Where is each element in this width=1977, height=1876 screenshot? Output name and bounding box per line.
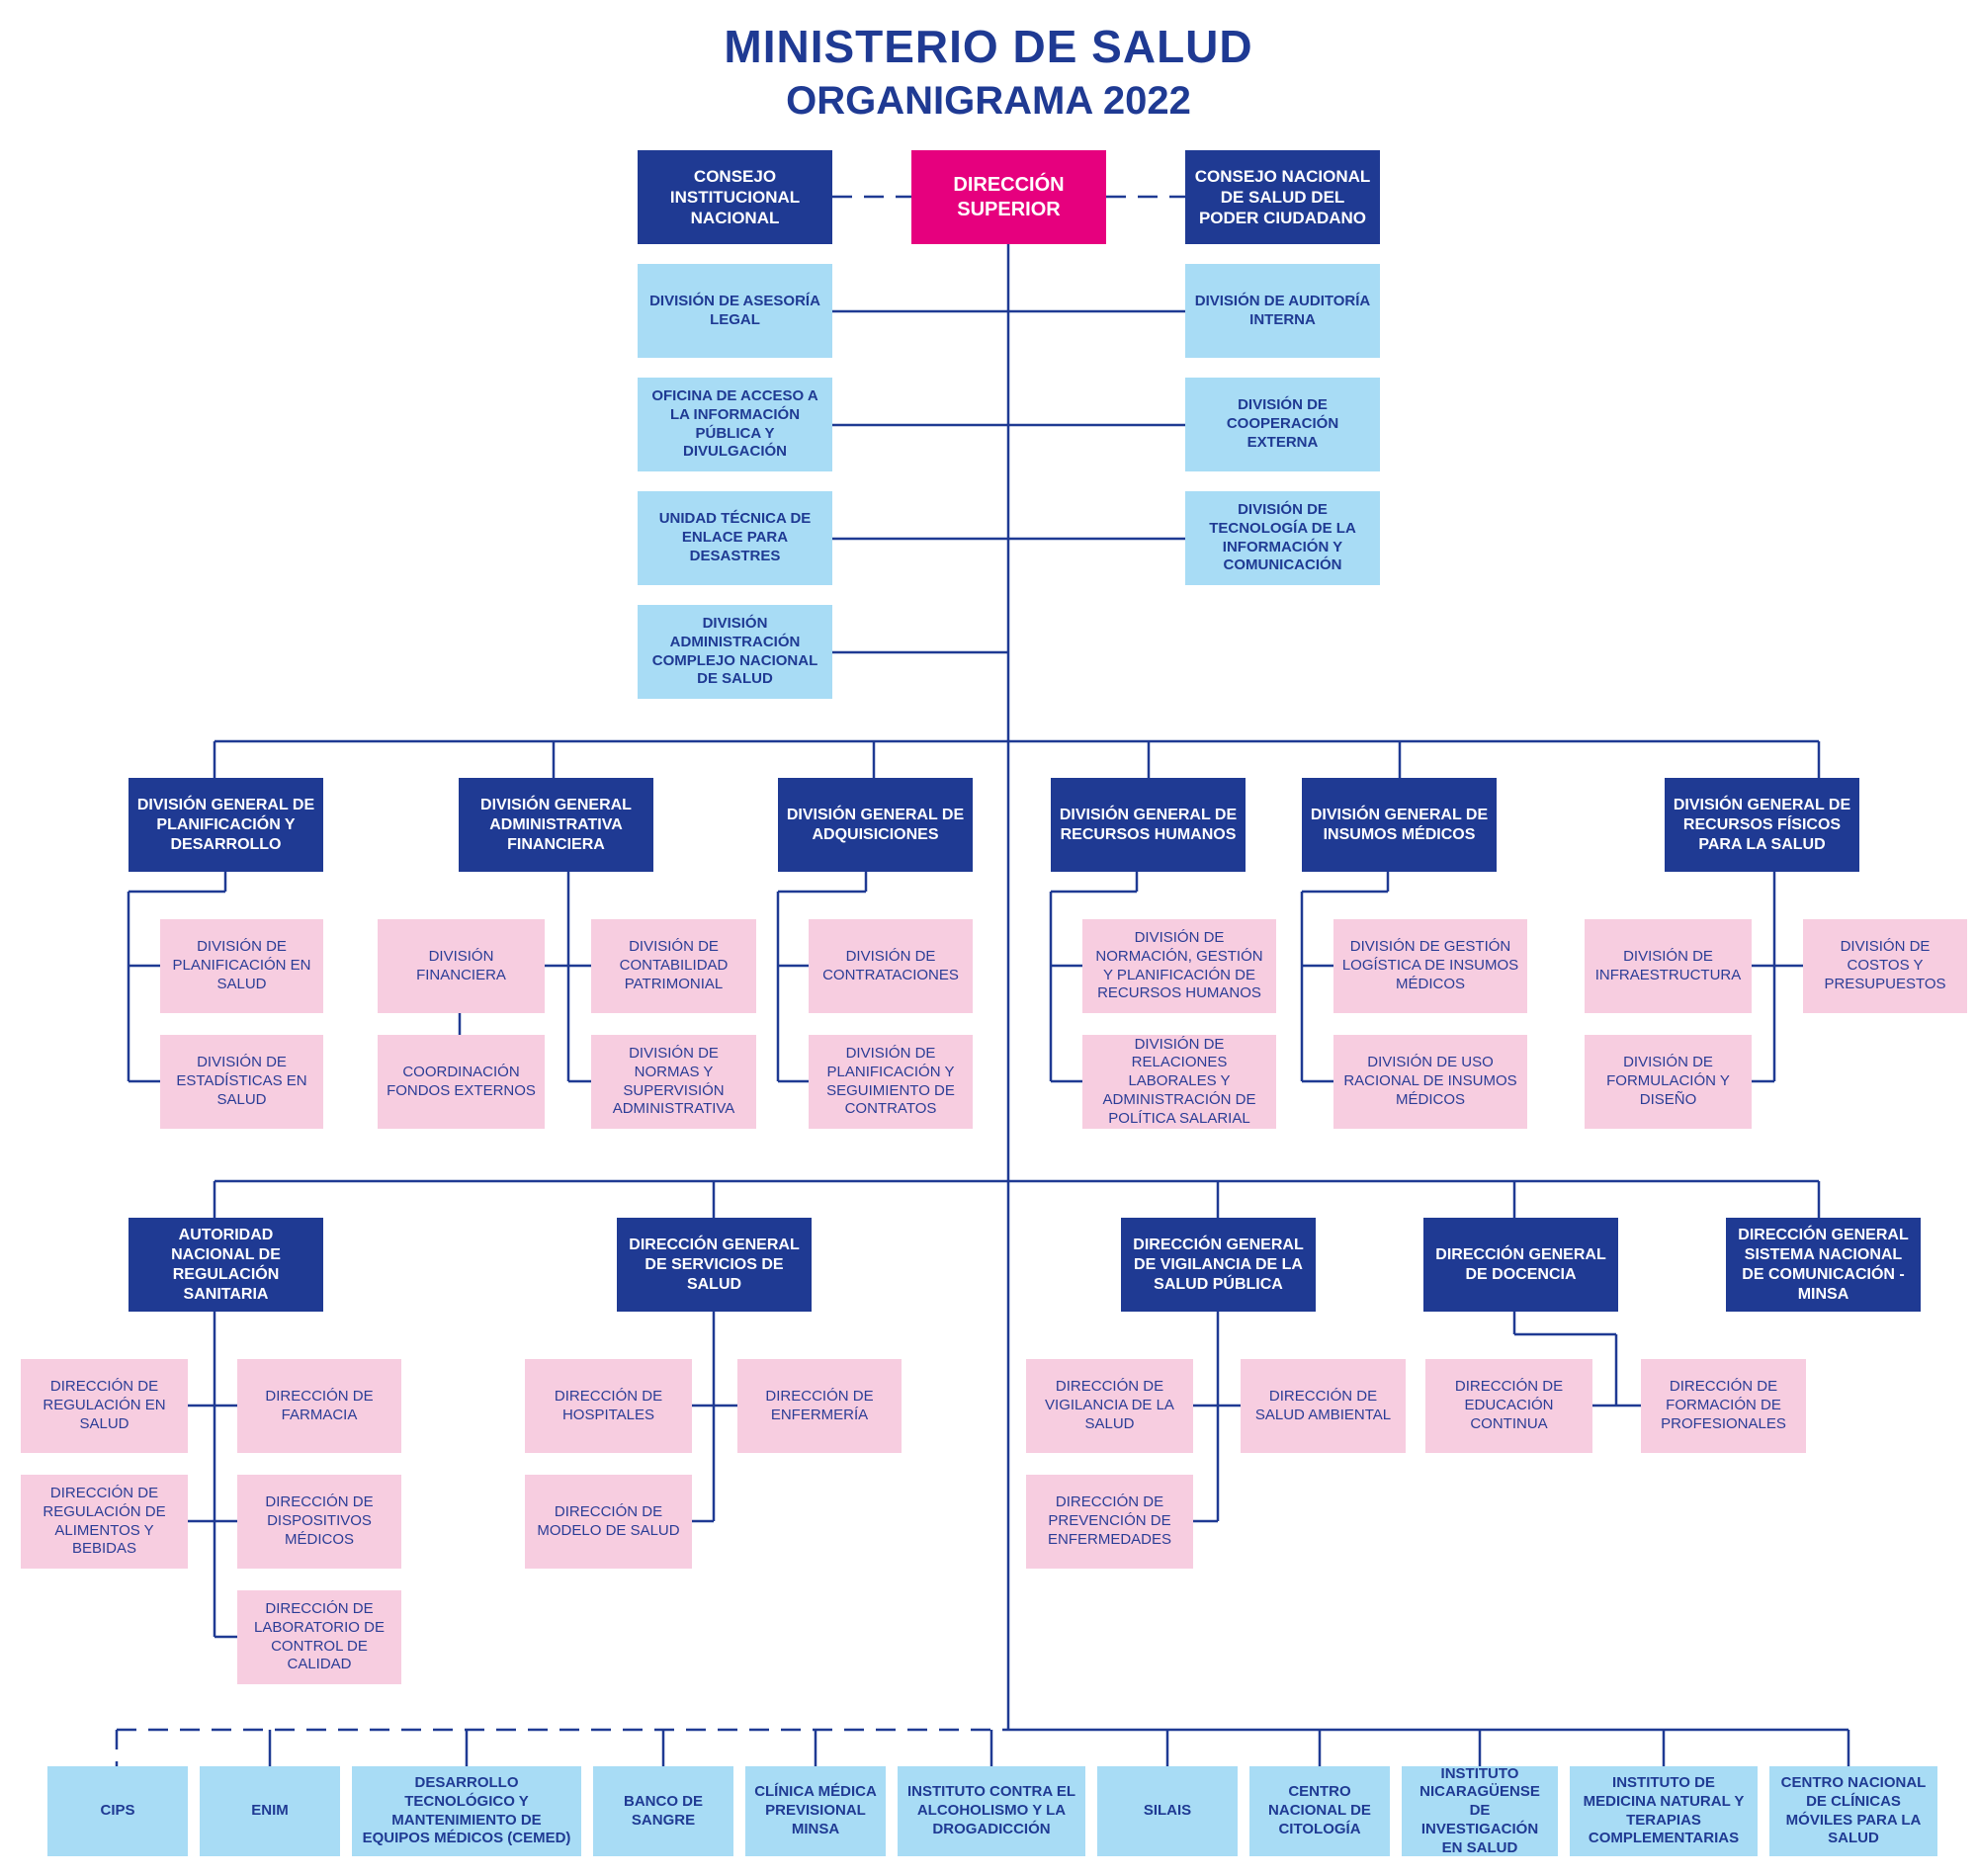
entidad-instituto-medicina-natural: INSTITUTO DE MEDICINA NATURAL Y TERAPIAS… <box>1570 1766 1758 1856</box>
div-gestion-logistica: DIVISIÓN DE GESTIÓN LOGÍSTICA DE INSUMOS… <box>1333 919 1527 1013</box>
div-costos-presupuestos: DIVISIÓN DE COSTOS Y PRESUPUESTOS <box>1803 919 1967 1013</box>
div-uso-racional: DIVISIÓN DE USO RACIONAL DE INSUMOS MÉDI… <box>1333 1035 1527 1129</box>
staff-auditoria-interna: DIVISIÓN DE AUDITORÍA INTERNA <box>1185 264 1380 358</box>
dg-comunicacion: DIRECCIÓN GENERAL SISTEMA NACIONAL DE CO… <box>1726 1218 1921 1312</box>
entidad-cemed: DESARROLLO TECNOLÓGICO Y MANTENIMIENTO D… <box>352 1766 581 1856</box>
dg-vigilancia-salud: DIRECCIÓN GENERAL DE VIGILANCIA DE LA SA… <box>1121 1218 1316 1312</box>
staff-tecnologia-informacion: DIVISIÓN DE TECNOLOGÍA DE LA INFORMACIÓN… <box>1185 491 1380 585</box>
staff-asesoria-legal: DIVISIÓN DE ASESORÍA LEGAL <box>638 264 832 358</box>
entidad-enim: ENIM <box>200 1766 340 1856</box>
entidad-cips: CIPS <box>47 1766 188 1856</box>
div-contrataciones: DIVISIÓN DE CONTRATACIONES <box>809 919 973 1013</box>
consejo-institucional-box: CONSEJO INSTITUCIONAL NACIONAL <box>638 150 832 244</box>
staff-cooperacion-externa: DIVISIÓN DE COOPERACIÓN EXTERNA <box>1185 378 1380 471</box>
dg-planificacion: DIVISIÓN GENERAL DE PLANIFICACIÓN Y DESA… <box>129 778 323 872</box>
div-infraestructura: DIVISIÓN DE INFRAESTRUCTURA <box>1585 919 1752 1013</box>
dir-educacion-continua: DIRECCIÓN DE EDUCACIÓN CONTINUA <box>1425 1359 1592 1453</box>
div-normacion-rrhh: DIVISIÓN DE NORMACIÓN, GESTIÓN Y PLANIFI… <box>1082 919 1276 1013</box>
entidad-instituto-investigacion: INSTITUTO NICARAGÜENSE DE INVESTIGACIÓN … <box>1402 1765 1558 1856</box>
dir-farmacia: DIRECCIÓN DE FARMACIA <box>237 1359 401 1453</box>
dg-adquisiciones: DIVISIÓN GENERAL DE ADQUISICIONES <box>778 778 973 872</box>
dir-modelo-salud: DIRECCIÓN DE MODELO DE SALUD <box>525 1475 692 1569</box>
consejo-nacional-box: CONSEJO NACIONAL DE SALUD DEL PODER CIUD… <box>1185 150 1380 244</box>
div-estadisticas-salud: DIVISIÓN DE ESTADÍSTICAS EN SALUD <box>160 1035 323 1129</box>
staff-unidad-desastres: UNIDAD TÉCNICA DE ENLACE PARA DESASTRES <box>638 491 832 585</box>
entidad-instituto-alcoholismo: INSTITUTO CONTRA EL ALCOHOLISMO Y LA DRO… <box>898 1766 1085 1856</box>
staff-complejo-nacional: DIVISIÓN ADMINISTRACIÓN COMPLEJO NACIONA… <box>638 605 832 699</box>
chart-title: MINISTERIO DE SALUD <box>724 21 1253 72</box>
dg-recursos-humanos: DIVISIÓN GENERAL DE RECURSOS HUMANOS <box>1051 778 1246 872</box>
div-formulacion-diseno: DIVISIÓN DE FORMULACIÓN Y DISEÑO <box>1585 1035 1752 1129</box>
dir-formacion-profesionales: DIRECCIÓN DE FORMACIÓN DE PROFESIONALES <box>1641 1359 1806 1453</box>
dir-dispositivos-medicos: DIRECCIÓN DE DISPOSITIVOS MÉDICOS <box>237 1475 401 1569</box>
div-planificacion-contratos: DIVISIÓN DE PLANIFICACIÓN Y SEGUIMIENTO … <box>809 1035 973 1129</box>
dir-laboratorio-control: DIRECCIÓN DE LABORATORIO DE CONTROL DE C… <box>237 1590 401 1684</box>
dg-servicios-salud: DIRECCIÓN GENERAL DE SERVICIOS DE SALUD <box>617 1218 812 1312</box>
dg-regulacion-sanitaria: AUTORIDAD NACIONAL DE REGULACIÓN SANITAR… <box>129 1218 323 1312</box>
entidad-silais: SILAIS <box>1097 1766 1238 1856</box>
direccion-superior-box: DIRECCIÓN SUPERIOR <box>911 150 1106 244</box>
dir-regulacion-salud: DIRECCIÓN DE REGULACIÓN EN SALUD <box>21 1359 188 1453</box>
entidad-banco-sangre: BANCO DE SANGRE <box>593 1766 733 1856</box>
dg-docencia: DIRECCIÓN GENERAL DE DOCENCIA <box>1423 1218 1618 1312</box>
div-normas-supervision: DIVISIÓN DE NORMAS Y SUPERVISIÓN ADMINIS… <box>591 1035 756 1129</box>
dir-enfermeria: DIRECCIÓN DE ENFERMERÍA <box>737 1359 902 1453</box>
dir-hospitales: DIRECCIÓN DE HOSPITALES <box>525 1359 692 1453</box>
dir-vigilancia-salud: DIRECCIÓN DE VIGILANCIA DE LA SALUD <box>1026 1359 1193 1453</box>
div-financiera: DIVISIÓN FINANCIERA <box>378 919 545 1013</box>
chart-subtitle: ORGANIGRAMA 2022 <box>786 79 1191 123</box>
div-relaciones-laborales: DIVISIÓN DE RELACIONES LABORALES Y ADMIN… <box>1082 1035 1276 1129</box>
dir-regulacion-alimentos: DIRECCIÓN DE REGULACIÓN DE ALIMENTOS Y B… <box>21 1475 188 1569</box>
dg-administrativa: DIVISIÓN GENERAL ADMINISTRATIVA FINANCIE… <box>459 778 653 872</box>
coordinacion-fondos-externos: COORDINACIÓN FONDOS EXTERNOS <box>378 1035 545 1129</box>
staff-oficina-acceso-informacion: OFICINA DE ACCESO A LA INFORMACIÓN PÚBLI… <box>638 378 832 471</box>
dir-prevencion-enfermedades: DIRECCIÓN DE PREVENCIÓN DE ENFERMEDADES <box>1026 1475 1193 1569</box>
entidad-centro-citologia: CENTRO NACIONAL DE CITOLOGÍA <box>1249 1766 1390 1856</box>
div-planificacion-salud: DIVISIÓN DE PLANIFICACIÓN EN SALUD <box>160 919 323 1013</box>
div-contabilidad-patrimonial: DIVISIÓN DE CONTABILIDAD PATRIMONIAL <box>591 919 756 1013</box>
dg-recursos-fisicos: DIVISIÓN GENERAL DE RECURSOS FÍSICOS PAR… <box>1665 778 1859 872</box>
entidad-clinica-previsional: CLÍNICA MÉDICA PREVISIONAL MINSA <box>745 1766 886 1856</box>
dg-insumos-medicos: DIVISIÓN GENERAL DE INSUMOS MÉDICOS <box>1302 778 1497 872</box>
entidad-clinicas-moviles: CENTRO NACIONAL DE CLÍNICAS MÓVILES PARA… <box>1769 1766 1937 1856</box>
dir-salud-ambiental: DIRECCIÓN DE SALUD AMBIENTAL <box>1241 1359 1406 1453</box>
